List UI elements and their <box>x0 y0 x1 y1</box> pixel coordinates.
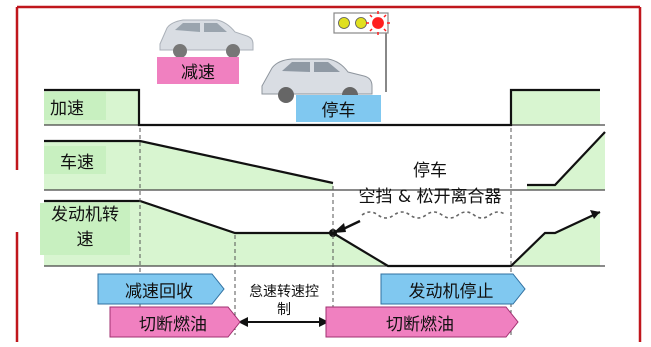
fuel-cut-text-1: 切断燃油 <box>139 314 207 335</box>
car-icon <box>261 58 373 103</box>
engine-fill-left <box>44 201 388 266</box>
car-icon <box>159 19 254 58</box>
engine-speed-label-line1: 发动机转 <box>51 205 119 225</box>
note-pointer-head <box>333 223 346 233</box>
fuel-cut-box-1 <box>109 306 241 338</box>
idle-control-line2: 制 <box>277 302 291 318</box>
idle-span-arrow-left <box>238 317 248 327</box>
engine-speed-line <box>44 199 601 268</box>
idle-span-arrow-right <box>319 317 329 327</box>
fuel-cut-text-2: 切断燃油 <box>386 314 454 335</box>
accel-signal-line <box>44 88 600 127</box>
stop-label: 停车 <box>296 95 381 122</box>
engine-fill-right <box>511 212 600 266</box>
traffic-light-icon <box>333 11 390 92</box>
engine-speed-label: 发动机转 速 <box>40 203 130 255</box>
engine-stop-box <box>380 273 526 305</box>
wavy-dashed-line <box>361 211 507 219</box>
speed-fill-right <box>527 132 605 190</box>
idle-control-line1: 怠速转速控 <box>249 284 319 300</box>
accelerate-label: 加速 <box>44 92 106 120</box>
decel-recovery-box <box>97 273 225 305</box>
vehicle-speed-label: 车速 <box>44 146 106 174</box>
speed-fill-left <box>44 141 333 190</box>
fuel-cut-box-2 <box>325 306 519 338</box>
decel-recovery-text: 减速回收 <box>125 281 193 302</box>
speed-line-decel <box>44 139 334 185</box>
idle-control-label: 怠速转速控 制 <box>236 283 332 319</box>
decelerate-label: 减速 <box>157 57 239 84</box>
accel-fill-right <box>511 90 600 125</box>
engine-speed-label-line2: 速 <box>76 230 94 250</box>
stop-note-line2: 空挡 & 松开离合器 <box>358 187 502 207</box>
engine-stop-text: 发动机停止 <box>408 281 494 302</box>
stop-note: 停车 空挡 & 松开离合器 <box>325 158 535 210</box>
speed-line-accel <box>527 131 606 187</box>
stop-note-line1: 停车 <box>413 161 447 181</box>
engine-arrow-head <box>590 210 600 219</box>
